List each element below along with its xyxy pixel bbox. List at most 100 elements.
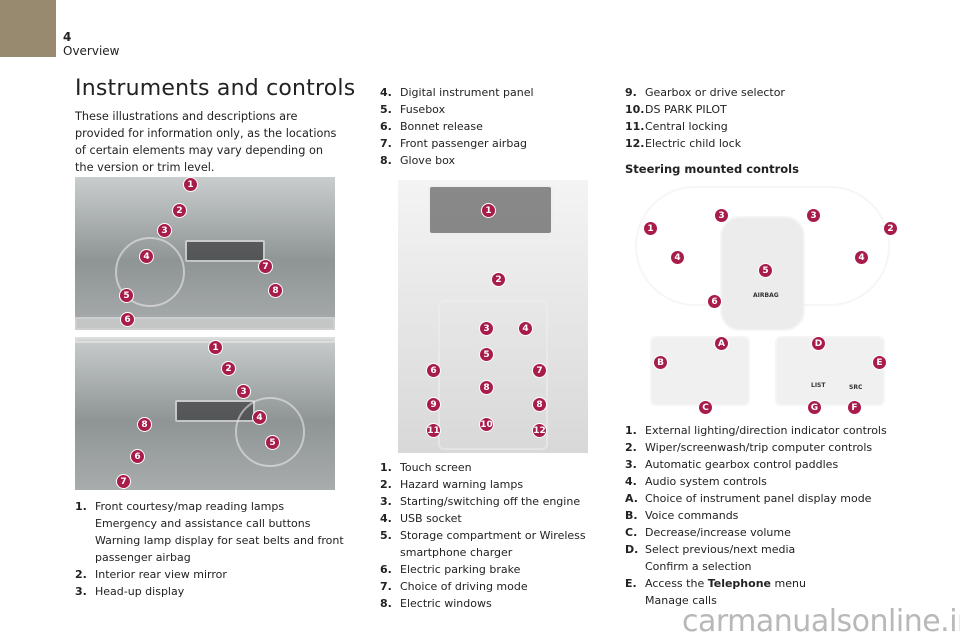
item-line: External lighting/direction indicator co… <box>645 424 887 437</box>
item-number: 2. <box>625 441 637 454</box>
list-item: 7.Front passenger airbag <box>380 135 600 152</box>
item-number: 6. <box>380 563 392 576</box>
list-item: B. Voice commands <box>625 507 915 524</box>
callout-badge: 1 <box>183 177 198 192</box>
item-line: passenger airbag <box>95 551 191 564</box>
item-number: E. <box>625 577 637 590</box>
list-item: 11.Central locking <box>625 118 905 135</box>
callout-badge: 7 <box>258 259 273 274</box>
list-item: 6.Bonnet release <box>380 118 600 135</box>
item-line: Gearbox or drive selector <box>645 86 785 99</box>
callout-badge: 7 <box>116 474 131 489</box>
item-text: USB socket <box>400 510 462 527</box>
item-text: Electric windows <box>400 595 492 612</box>
item-line: USB socket <box>400 512 462 525</box>
item-line: Interior rear view mirror <box>95 568 227 581</box>
item-line: Starting/switching off the engine <box>400 495 581 508</box>
callout-badge: D <box>811 336 826 351</box>
callout-badge: 4 <box>252 410 267 425</box>
illustration-shape <box>775 336 885 406</box>
callout-badge: 8 <box>268 283 283 298</box>
callout-badge: 3 <box>479 321 494 336</box>
callout-badge: 5 <box>265 435 280 450</box>
item-number: 8. <box>380 597 392 610</box>
callout-badge: 4 <box>854 250 869 265</box>
item-number: 6. <box>380 120 392 133</box>
item-line: Audio system controls <box>645 475 767 488</box>
item-number: 3. <box>380 495 392 508</box>
item-text: Central locking <box>645 118 728 135</box>
page-title: Instruments and controls <box>75 76 356 101</box>
item-line: Decrease/increase volume <box>645 526 791 539</box>
callout-badge: C <box>698 400 713 414</box>
callout-badge: 5 <box>758 263 773 278</box>
item-text: Wiper/screenwash/trip computer controls <box>645 439 872 456</box>
illustration-shape <box>75 337 335 343</box>
callout-badge: 3 <box>714 208 729 223</box>
section-name: Overview <box>63 44 120 58</box>
item-text: Touch screen <box>400 459 472 476</box>
item-line: Glove box <box>400 154 455 167</box>
item-number: A. <box>625 492 638 505</box>
list-item: C.Decrease/increase volume <box>625 524 915 541</box>
callout-badge: 2 <box>491 272 506 287</box>
list-item: 1.External lighting/direction indicator … <box>625 422 915 439</box>
list-item: 4. Digital instrument panel <box>380 84 600 101</box>
item-number: 2. <box>380 478 392 491</box>
callout-badge: 2 <box>221 361 236 376</box>
chapter-tab <box>0 0 56 57</box>
callout-badge: 1 <box>643 221 658 236</box>
item-line: Hazard warning lamps <box>400 478 524 491</box>
illustration-shape <box>428 185 553 235</box>
item-line: Choice of driving mode <box>400 580 528 593</box>
steering-heading: Steering mounted controls <box>625 162 799 176</box>
item-text: Audio system controls <box>645 473 767 490</box>
list-item: 3.Head-up display <box>75 583 340 600</box>
airbag-label: AIRBAG <box>753 292 779 299</box>
item-number: 4. <box>380 86 392 99</box>
item-number: B. <box>625 509 638 522</box>
item-text: Decrease/increase volume <box>645 524 791 541</box>
item-line: Automatic gearbox control paddles <box>645 458 839 471</box>
callout-badge: 6 <box>426 363 441 378</box>
item-line: Choice of instrument panel display mode <box>645 492 872 505</box>
list-item: 8.Glove box <box>380 152 600 169</box>
item-text: Electric child lock <box>645 135 741 152</box>
item-line: Voice commands <box>645 509 739 522</box>
item-text: DS PARK PILOT <box>645 101 727 118</box>
item-number: 4. <box>625 475 637 488</box>
item-text: Fusebox <box>400 101 445 118</box>
item-number: 7. <box>380 137 392 150</box>
illustration-shape <box>115 237 185 307</box>
item-line: Digital instrument panel <box>400 86 534 99</box>
list-item: 3. Automatic gearbox control paddles <box>625 456 915 473</box>
callout-badge: 4 <box>670 250 685 265</box>
item-number: 1. <box>380 461 392 474</box>
item-number: 3. <box>625 458 637 471</box>
item-text: Head-up display <box>95 583 184 600</box>
item-text: Voice commands <box>645 507 738 524</box>
callout-badge: 3 <box>157 223 172 238</box>
item-line: Electric windows <box>400 597 492 610</box>
item-line: Wiper/screenwash/trip computer controls <box>645 441 873 454</box>
callout-badge: E <box>872 355 887 370</box>
item-line: Electric parking brake <box>400 563 521 576</box>
callout-badge: 6 <box>130 449 145 464</box>
callout-badge: 2 <box>883 221 898 236</box>
item-number: 12. <box>625 137 645 150</box>
list-item: 10.DS PARK PILOT <box>625 101 905 118</box>
item-line: Select previous/next media <box>645 543 796 556</box>
callout-badge: G <box>807 400 822 414</box>
list-item: 9.Gearbox or drive selector <box>625 84 905 101</box>
item-text: Automatic gearbox control paddles <box>645 456 838 473</box>
item-text: Interior rear view mirror <box>95 566 227 583</box>
item-line: Storage compartment or Wireless <box>400 529 586 542</box>
list-item: 12.Electric child lock <box>625 135 905 152</box>
